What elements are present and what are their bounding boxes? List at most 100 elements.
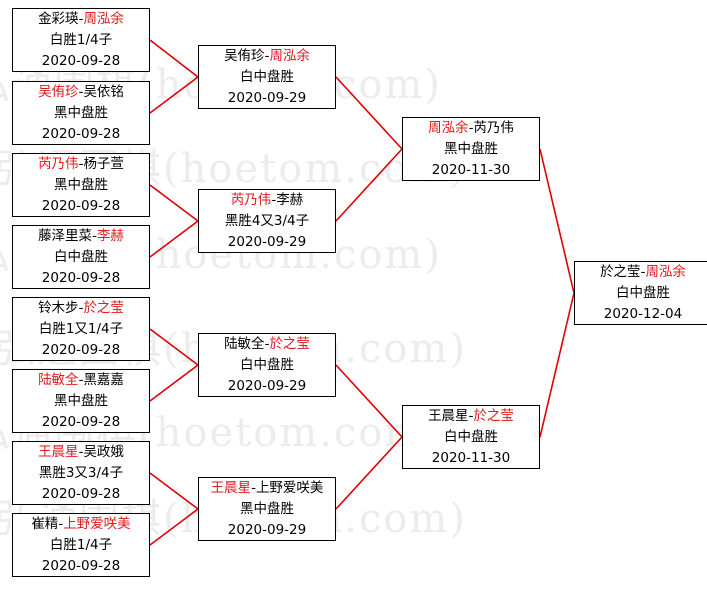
player-one-name: 於之莹 — [600, 264, 641, 280]
player-one-name: 王晨星 — [210, 480, 252, 496]
versus-dash: - — [78, 300, 84, 316]
match-date: 2020-09-29 — [227, 378, 307, 394]
match-date: 2020-09-28 — [41, 342, 121, 358]
bracket-connector-line — [539, 148, 575, 294]
player-one-name: 吴侑珍 — [224, 48, 265, 64]
match-result: 白中盘胜 — [240, 357, 294, 373]
match-result: 黑胜4又3/4子 — [224, 213, 310, 229]
match-players: 藤泽里菜-李赫 — [13, 226, 149, 247]
versus-dash: - — [78, 372, 84, 388]
player-one-name: 吴侑珍 — [38, 84, 79, 100]
player-two-name: 周泓余 — [83, 11, 124, 27]
player-two-name: 芮乃伟 — [473, 120, 514, 136]
bracket-connector-line — [149, 39, 199, 78]
bracket-connector-line — [335, 148, 403, 222]
match-result: 黑中盘胜 — [444, 141, 498, 157]
match-date: 2020-11-30 — [431, 450, 511, 466]
player-one-name: 铃木步 — [38, 300, 79, 316]
match-result: 黑中盘胜 — [240, 501, 294, 517]
player-two-name: 上野爱咲美 — [255, 480, 324, 496]
player-two-name: 周泓余 — [645, 264, 686, 280]
match-date: 2020-09-28 — [41, 198, 121, 214]
versus-dash: - — [78, 444, 84, 460]
match-date: 2020-09-28 — [41, 558, 121, 574]
player-one-name: 王晨星 — [38, 444, 79, 460]
versus-dash: - — [251, 480, 256, 496]
match-date: 2020-09-28 — [41, 270, 121, 286]
versus-dash: - — [264, 336, 270, 352]
bracket-connector-line — [149, 184, 199, 222]
versus-dash: - — [271, 192, 277, 208]
player-one-name: 周泓余 — [428, 120, 469, 136]
match-date: 2020-12-04 — [603, 306, 683, 322]
bracket-connector-line — [149, 472, 199, 510]
bracket-connector-line — [149, 76, 199, 114]
player-two-name: 黑嘉嘉 — [83, 372, 124, 388]
match-players: 王晨星-吴政娥 — [13, 442, 149, 463]
player-two-name: 上野爱咲美 — [63, 516, 131, 532]
match-box: 王晨星-上野爱咲美黑中盘胜 2020-09-29 — [198, 477, 336, 541]
versus-dash: - — [78, 84, 84, 100]
bracket-connector-line — [539, 292, 575, 438]
bracket-connector-line — [149, 220, 199, 258]
match-players: 吴侑珍-吴依铭 — [13, 82, 149, 103]
player-one-name: 陆敏全 — [224, 336, 265, 352]
player-one-name: 金彩瑛 — [38, 11, 79, 27]
player-two-name: 吴依铭 — [83, 84, 124, 100]
player-two-name: 杨子萱 — [83, 156, 124, 172]
match-players: 周泓余-芮乃伟 — [403, 118, 539, 139]
player-two-name: 周泓余 — [269, 48, 310, 64]
match-result: 黑中盘胜 — [54, 105, 108, 121]
versus-dash: - — [78, 11, 84, 27]
match-result: 黑中盘胜 — [54, 393, 108, 409]
match-players: 铃木步-於之莹 — [13, 298, 149, 319]
match-players: 崔精-上野爱咲美 — [13, 514, 149, 535]
match-box: 周泓余-芮乃伟黑中盘胜 2020-11-30 — [402, 117, 540, 181]
versus-dash: - — [468, 408, 474, 424]
match-result: 白胜1/4子 — [49, 32, 113, 48]
match-players: 金彩瑛-周泓余 — [13, 9, 149, 30]
match-players: 王晨星-於之莹 — [403, 406, 539, 427]
match-players: 於之莹-周泓余 — [575, 262, 707, 283]
match-result: 白中盘胜 — [616, 285, 670, 301]
versus-dash: - — [92, 228, 97, 244]
match-result: 黑中盘胜 — [54, 177, 108, 193]
match-date: 2020-11-30 — [431, 162, 511, 178]
match-players: 王晨星-上野爱咲美 — [199, 478, 335, 499]
player-one-name: 藤泽里菜 — [38, 228, 93, 244]
match-players: 陆敏全-於之莹 — [199, 334, 335, 355]
versus-dash: - — [468, 120, 474, 136]
bracket-connector-line — [149, 364, 199, 402]
versus-dash: - — [78, 156, 84, 172]
match-date: 2020-09-29 — [227, 90, 307, 106]
match-date: 2020-09-28 — [41, 414, 121, 430]
match-box: 吴侑珍-吴依铭黑中盘胜 2020-09-28 — [12, 81, 150, 145]
player-one-name: 芮乃伟 — [38, 156, 79, 172]
bracket-connector-line — [149, 328, 199, 366]
player-two-name: 於之莹 — [83, 300, 124, 316]
match-date: 2020-09-29 — [227, 522, 307, 538]
versus-dash: - — [264, 48, 270, 64]
match-players: 吴侑珍-周泓余 — [199, 46, 335, 67]
versus-dash: - — [640, 264, 646, 280]
match-players: 芮乃伟-杨子萱 — [13, 154, 149, 175]
bracket-connector-line — [149, 508, 199, 546]
player-one-name: 崔精 — [31, 516, 59, 532]
player-two-name: 於之莹 — [473, 408, 514, 424]
match-date: 2020-09-29 — [227, 234, 307, 250]
bracket-connector-line — [335, 364, 403, 438]
player-two-name: 李赫 — [96, 228, 124, 244]
match-date: 2020-09-28 — [41, 126, 121, 142]
match-box: 芮乃伟-杨子萱黑中盘胜 2020-09-28 — [12, 153, 150, 217]
match-result: 黑胜3又3/4子 — [38, 465, 124, 481]
match-players: 陆敏全-黑嘉嘉 — [13, 370, 149, 391]
player-one-name: 芮乃伟 — [230, 192, 272, 208]
match-box: 陆敏全-黑嘉嘉黑中盘胜 2020-09-28 — [12, 369, 150, 433]
match-box: 陆敏全-於之莹白中盘胜 2020-09-29 — [198, 333, 336, 397]
